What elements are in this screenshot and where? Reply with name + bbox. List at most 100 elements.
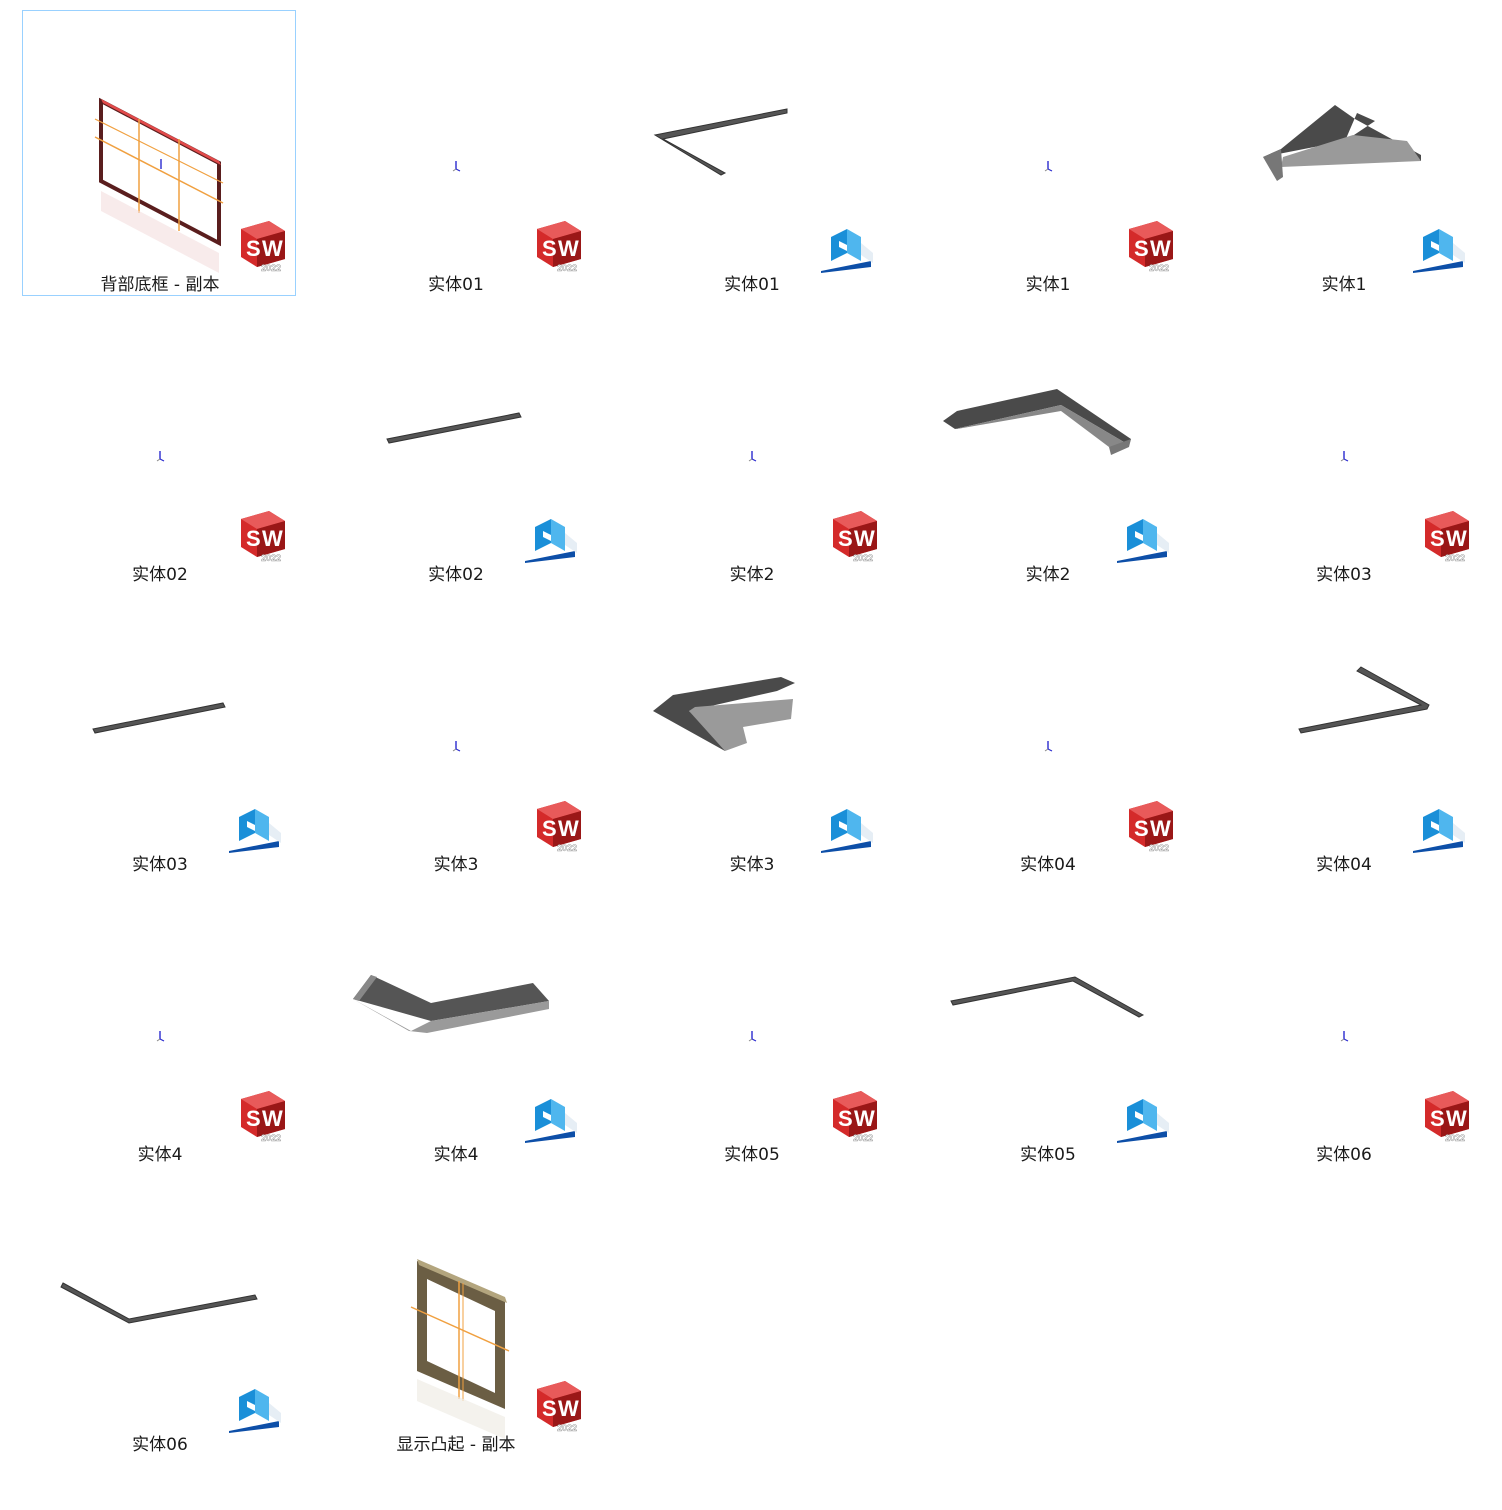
- file-item[interactable]: S W 2022 实体4: [22, 880, 296, 1166]
- svg-text:S: S: [246, 236, 261, 261]
- file-item[interactable]: S W 2022 实体05: [614, 880, 888, 1166]
- solidworks-icon: S W 2022: [827, 1089, 879, 1143]
- svg-text:W: W: [1446, 1106, 1467, 1131]
- file-item[interactable]: S W 2022 实体01: [318, 10, 592, 296]
- file-item[interactable]: 实体03: [22, 590, 296, 876]
- solidworks-icon: S W 2022: [1419, 1089, 1471, 1143]
- version-year: 2022: [557, 843, 577, 853]
- file-item[interactable]: S W 2022 实体03: [1206, 300, 1480, 586]
- file-thumbnail: [911, 881, 1185, 1167]
- version-year: 2022: [1149, 843, 1169, 853]
- file-thumbnail: [911, 591, 1185, 877]
- file-item[interactable]: S W 2022 背部底框 - 副本: [22, 10, 296, 296]
- svg-text:S: S: [1430, 1106, 1445, 1131]
- file-item[interactable]: S W 2022 实体1: [910, 10, 1184, 296]
- svg-text:S: S: [838, 526, 853, 551]
- solidworks-icon: S W 2022: [235, 219, 287, 273]
- file-name: 实体03: [1316, 565, 1372, 585]
- solidworks-icon: S W 2022: [531, 799, 583, 853]
- file-name: 显示凸起 - 副本: [396, 1435, 516, 1455]
- solidworks-icon: S W 2022: [235, 1089, 287, 1143]
- part-cube-icon: [821, 803, 873, 853]
- part-cube-icon: [525, 1093, 577, 1143]
- svg-text:W: W: [262, 526, 283, 551]
- file-item[interactable]: 实体3: [614, 590, 888, 876]
- file-thumbnail: [23, 591, 297, 877]
- file-item[interactable]: 实体01: [614, 10, 888, 296]
- part-cube-icon: [1413, 223, 1465, 273]
- file-name: 实体02: [132, 565, 188, 585]
- part-cube-icon: [1117, 1093, 1169, 1143]
- file-item[interactable]: 实体04: [1206, 590, 1480, 876]
- file-name: 实体2: [1025, 565, 1071, 585]
- file-name: 实体03: [132, 855, 188, 875]
- part-cube-icon: [821, 223, 873, 273]
- file-name: 实体02: [428, 565, 484, 585]
- file-name: 实体05: [1020, 1145, 1076, 1165]
- solidworks-icon: S W 2022: [827, 509, 879, 563]
- file-name: 实体4: [433, 1145, 479, 1165]
- file-thumbnail: [911, 301, 1185, 587]
- file-name: 实体1: [1321, 275, 1367, 295]
- svg-text:W: W: [558, 816, 579, 841]
- file-name: 实体04: [1020, 855, 1076, 875]
- svg-text:S: S: [838, 1106, 853, 1131]
- file-thumbnail: [23, 1171, 297, 1457]
- version-year: 2022: [1149, 263, 1169, 273]
- svg-text:W: W: [1446, 526, 1467, 551]
- file-thumbnail: [319, 881, 593, 1167]
- file-name: 实体01: [428, 275, 484, 295]
- file-thumbnail: [319, 11, 593, 297]
- file-name: 实体05: [724, 1145, 780, 1165]
- file-thumbnail: [319, 1171, 593, 1457]
- file-name: 实体3: [729, 855, 775, 875]
- svg-text:W: W: [854, 1106, 875, 1131]
- file-name: 实体1: [1025, 275, 1071, 295]
- svg-text:W: W: [854, 526, 875, 551]
- svg-text:S: S: [1134, 816, 1149, 841]
- version-year: 2022: [261, 553, 281, 563]
- svg-text:S: S: [542, 236, 557, 261]
- part-cube-icon: [229, 1383, 281, 1433]
- file-thumbnail: [1207, 881, 1481, 1167]
- file-item[interactable]: 实体1: [1206, 10, 1480, 296]
- version-year: 2022: [1445, 553, 1465, 563]
- file-name: 实体4: [137, 1145, 183, 1165]
- part-cube-icon: [229, 803, 281, 853]
- svg-text:S: S: [1430, 526, 1445, 551]
- file-item[interactable]: 实体4: [318, 880, 592, 1166]
- file-thumbnail: [23, 881, 297, 1167]
- file-name: 实体04: [1316, 855, 1372, 875]
- file-thumbnail: [615, 11, 889, 297]
- svg-text:S: S: [542, 1396, 557, 1421]
- file-item[interactable]: S W 2022 实体3: [318, 590, 592, 876]
- file-thumbnail: [23, 11, 297, 297]
- file-item[interactable]: 实体06: [22, 1170, 296, 1456]
- file-name: 背部底框 - 副本: [100, 275, 220, 295]
- solidworks-icon: S W 2022: [531, 1379, 583, 1433]
- svg-text:S: S: [542, 816, 557, 841]
- file-thumbnail: [615, 591, 889, 877]
- file-thumbnail: [1207, 591, 1481, 877]
- file-item[interactable]: 实体05: [910, 880, 1184, 1166]
- file-name: 实体3: [433, 855, 479, 875]
- solidworks-icon: S W 2022: [1419, 509, 1471, 563]
- solidworks-icon: S W 2022: [1123, 219, 1175, 273]
- version-year: 2022: [853, 1133, 873, 1143]
- file-item[interactable]: 实体02: [318, 300, 592, 586]
- part-cube-icon: [525, 513, 577, 563]
- file-thumbnail: [319, 301, 593, 587]
- file-thumbnail: [615, 881, 889, 1167]
- file-item[interactable]: 实体2: [910, 300, 1184, 586]
- solidworks-icon: S W 2022: [531, 219, 583, 273]
- part-cube-icon: [1413, 803, 1465, 853]
- svg-text:W: W: [262, 1106, 283, 1131]
- file-item[interactable]: S W 2022 显示凸起 - 副本: [318, 1170, 592, 1456]
- svg-text:W: W: [1150, 236, 1171, 261]
- version-year: 2022: [557, 1423, 577, 1433]
